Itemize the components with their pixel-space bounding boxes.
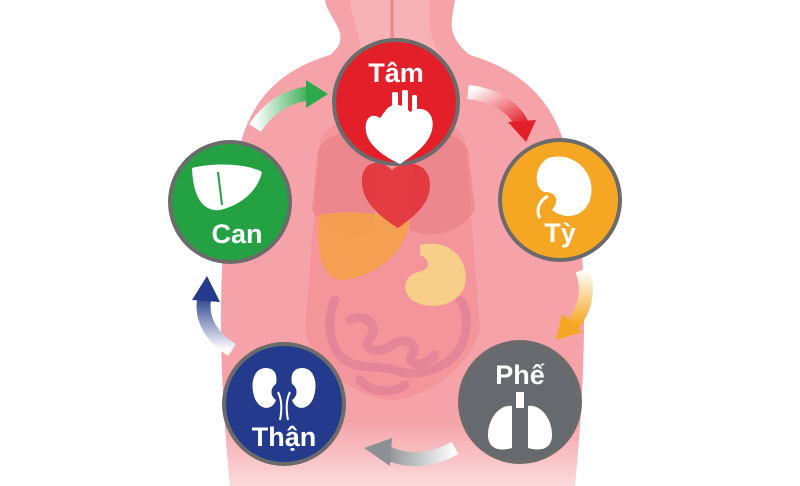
phe-label: Phế bbox=[495, 360, 546, 390]
than-label: Thận bbox=[252, 422, 317, 452]
arrow-ty-to-phe bbox=[556, 267, 593, 340]
can-label: Can bbox=[211, 219, 262, 249]
element-can: Can bbox=[168, 140, 292, 264]
liver-icon bbox=[192, 164, 262, 211]
inner-intestines bbox=[325, 295, 471, 396]
element-phe: Phế bbox=[458, 340, 582, 464]
arrow-phe-to-than bbox=[364, 438, 459, 467]
arrow-can-to-tam bbox=[249, 80, 328, 133]
heart-icon bbox=[365, 90, 433, 164]
ty-label: Tỳ bbox=[544, 218, 576, 248]
inner-liver bbox=[317, 212, 410, 281]
spleen-icon bbox=[536, 156, 592, 219]
kidneys-icon bbox=[252, 368, 316, 421]
element-tam: Tâm bbox=[332, 38, 460, 166]
tam-label: Tâm bbox=[368, 58, 424, 88]
left-lung-shadow bbox=[312, 132, 375, 234]
lungs-icon bbox=[488, 392, 552, 450]
element-ty: Tỳ bbox=[498, 138, 622, 262]
cycle-arrows bbox=[192, 80, 593, 467]
arrow-tam-to-ty bbox=[466, 85, 536, 142]
arrow-than-to-can bbox=[192, 276, 236, 356]
element-than: Thận bbox=[222, 342, 346, 466]
inner-heart bbox=[361, 162, 430, 228]
inner-stomach bbox=[405, 243, 466, 306]
